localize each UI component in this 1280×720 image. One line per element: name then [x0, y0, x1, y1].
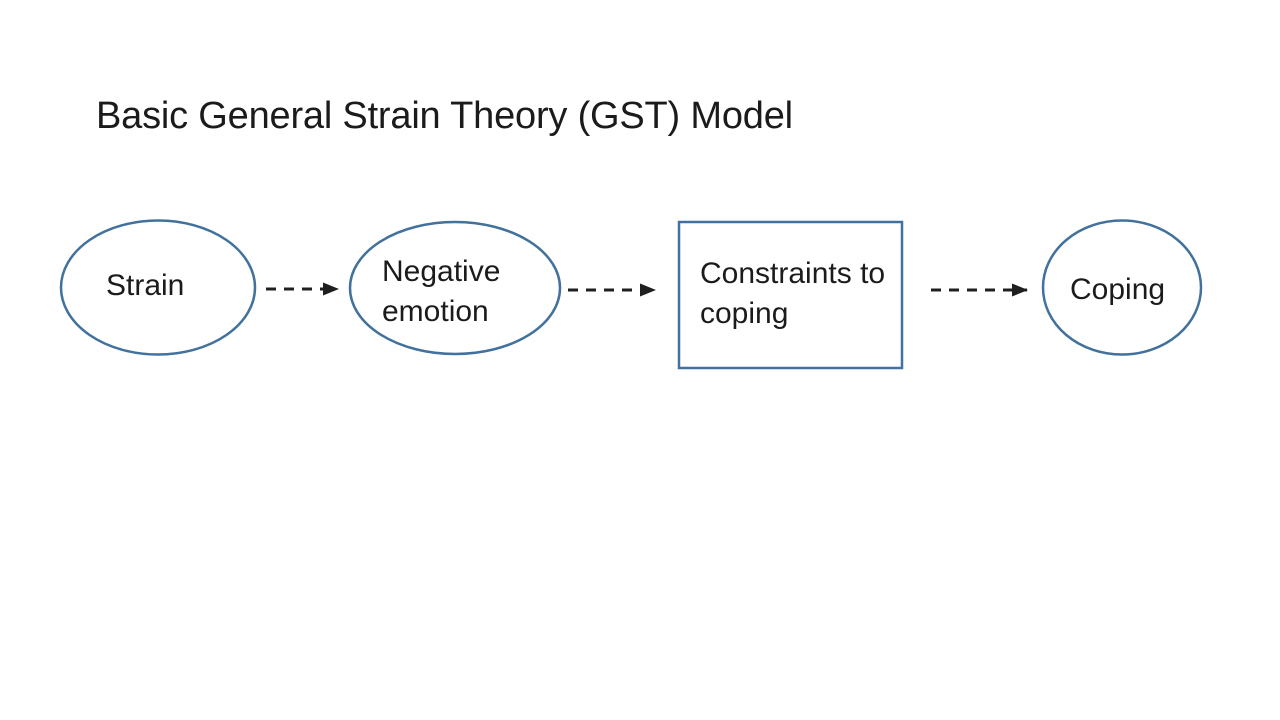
- negative-emotion-label: Negative emotion: [382, 255, 501, 328]
- constraints-to-coping-label: Constraints to coping: [700, 257, 886, 330]
- coping-ellipse: [1041, 219, 1203, 356]
- negative-emotion-ellipse: [348, 220, 562, 356]
- constraints-to-coping-rect: [677, 220, 904, 370]
- strain-label: Strain: [106, 269, 185, 302]
- coping-label: Coping: [1070, 273, 1166, 306]
- strain-ellipse: [59, 219, 257, 356]
- slide-title: Basic General Strain Theory (GST) Model: [96, 95, 793, 137]
